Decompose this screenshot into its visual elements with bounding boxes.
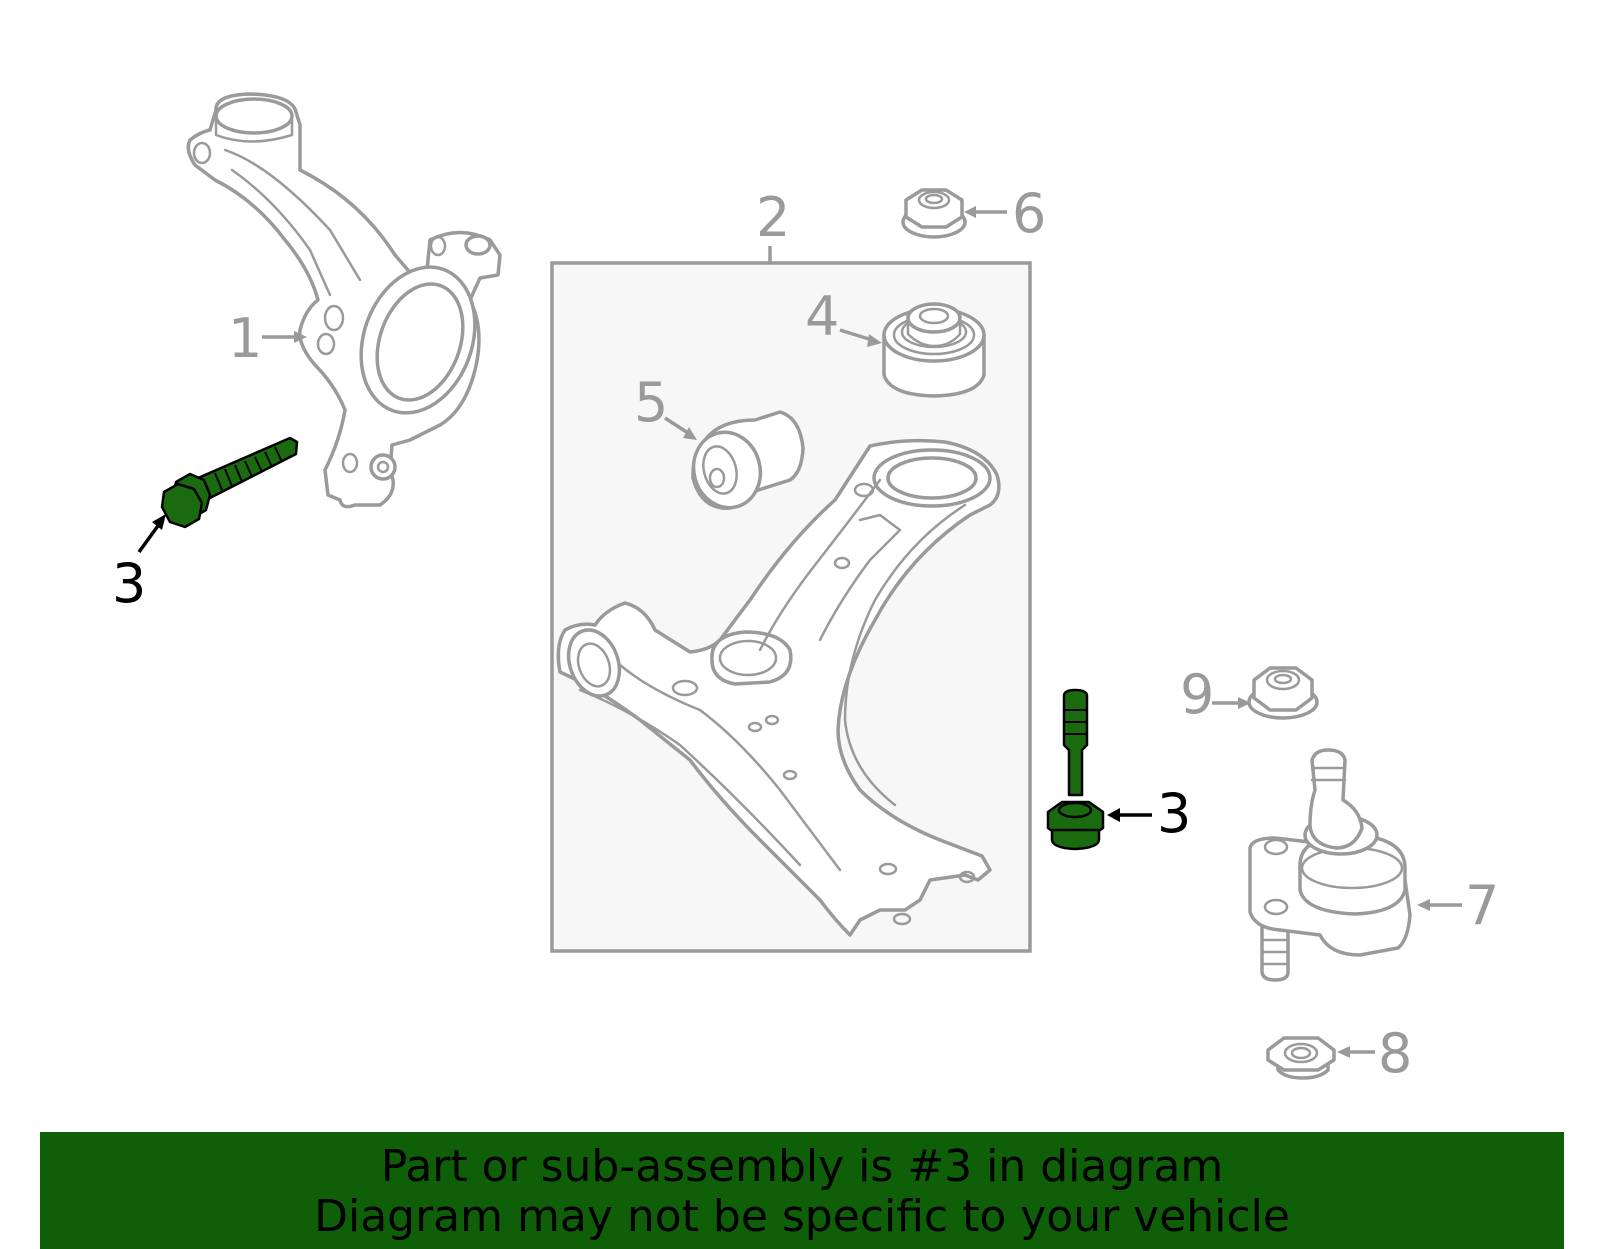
callout-6-arrow [964, 206, 976, 218]
callout-6: 6 [1012, 182, 1046, 245]
nut-9 [1247, 666, 1319, 720]
callout-7: 7 [1465, 874, 1499, 937]
callout-4: 4 [805, 285, 839, 348]
callout-3b-arrow [1107, 808, 1120, 822]
info-banner: Part or sub-assembly is #3 in diagram Di… [40, 1132, 1564, 1249]
callout-4-arrow [867, 334, 882, 347]
ball-joint-7 [1248, 748, 1412, 982]
bushing-5 [691, 410, 805, 510]
control-arm [556, 438, 1001, 937]
callout-5: 5 [634, 371, 668, 434]
callout-8-arrow [1337, 1046, 1350, 1058]
banner-line-1: Part or sub-assembly is #3 in diagram [380, 1141, 1224, 1192]
bolt-3-left-highlighted [160, 436, 299, 529]
callout-9: 9 [1180, 663, 1214, 726]
callout-5-leader [664, 416, 689, 435]
steering-knuckle [186, 92, 502, 509]
nut-6 [901, 188, 967, 239]
callout-3a: 3 [112, 552, 146, 615]
callout-4-leader [839, 328, 873, 342]
callout-3b: 3 [1157, 782, 1191, 845]
bushing-4 [882, 302, 986, 398]
banner-line-2: Diagram may not be specific to your vehi… [314, 1191, 1290, 1242]
callout-9-arrow [1238, 697, 1251, 709]
callout-1-arrow [294, 331, 307, 343]
bolt-3-right-highlighted [1046, 688, 1105, 851]
callout-7-arrow [1417, 899, 1430, 911]
callout-8: 8 [1378, 1022, 1412, 1085]
callout-3a-arrow [152, 514, 166, 530]
callout-3a-leader [137, 521, 162, 554]
callout-1: 1 [228, 307, 262, 370]
callout-5-arrow [683, 427, 697, 440]
nut-8 [1266, 1036, 1336, 1080]
callout-2: 2 [756, 186, 790, 249]
